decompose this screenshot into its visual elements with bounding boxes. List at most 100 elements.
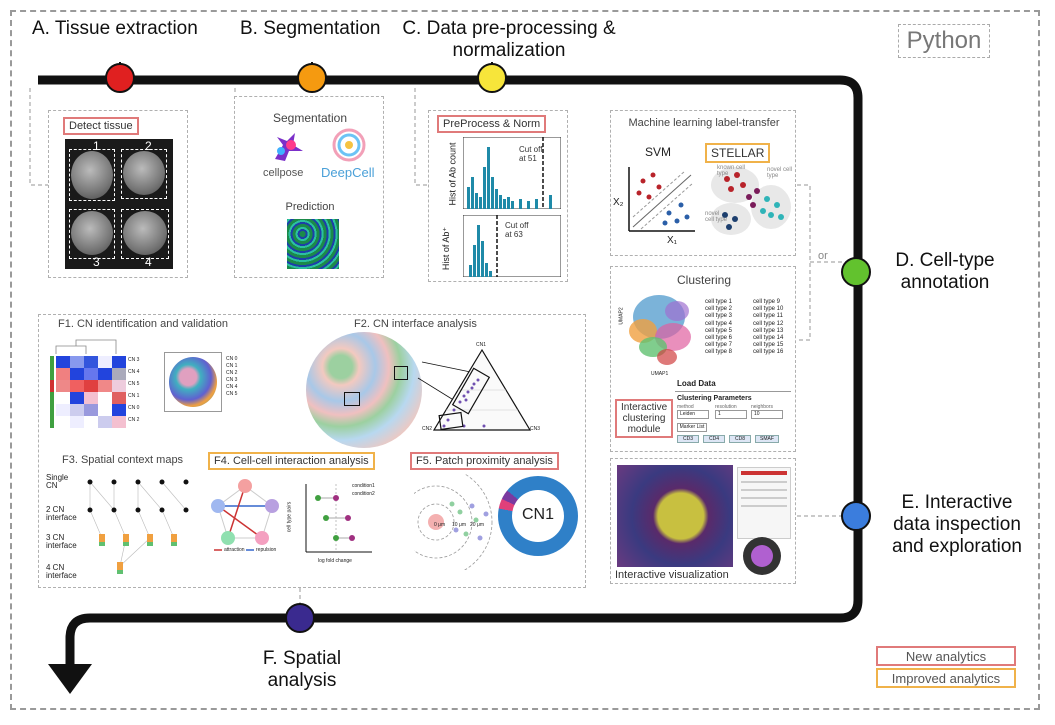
histogram1-cutoff: Cut off at 51: [519, 145, 542, 163]
tissue-core: [71, 151, 113, 199]
resolution-input[interactable]: 1: [715, 410, 747, 419]
stage-c-marker: [477, 63, 507, 93]
panel-preprocessing: PreProcess & Norm Hist of Ab count Cut o…: [428, 110, 568, 282]
panel-interactive-visualization: Interactive visualization: [610, 458, 796, 584]
load-data-label[interactable]: Load Data: [677, 379, 716, 388]
f5-proximity-rings: [414, 474, 493, 570]
core-number: 2: [145, 139, 152, 153]
legend-entry: cell type 7: [705, 342, 733, 349]
cn-row-label: CN 5: [128, 381, 140, 387]
tissue-core: [123, 211, 167, 255]
umap-plot: [629, 295, 691, 365]
legend-entry: cell type 4: [705, 320, 733, 327]
f4-legend-condition1: condition1: [352, 483, 375, 489]
stage-f-marker: [285, 603, 315, 633]
f3-row-single: Single CN: [46, 473, 69, 490]
detect-tissue-label: Detect tissue: [63, 117, 139, 135]
stage-a-marker: [105, 63, 135, 93]
prediction-image: [287, 219, 339, 269]
cellpose-logo: [275, 133, 303, 161]
cellpose-label: cellpose: [263, 167, 304, 179]
legend-entry: cell type 12: [753, 320, 784, 327]
method-label: method: [677, 404, 694, 410]
stellar-label: STELLAR: [705, 143, 771, 163]
marker-list-button[interactable]: Marker List: [677, 423, 707, 432]
clustering-params-title: Clustering Parameters: [677, 395, 752, 402]
f2-title: F2. CN interface analysis: [354, 318, 477, 330]
stage-c-title-line2: normalization: [452, 40, 566, 61]
stage-e-title-line2: data inspection: [893, 514, 1021, 535]
marker-chip[interactable]: CD3: [677, 435, 699, 443]
stage-e-title-line3: and exploration: [892, 536, 1022, 557]
f4-legend-condition2: condition2: [352, 491, 375, 497]
stage-b-title: B. Segmentation: [240, 18, 381, 39]
stage-e-marker: [841, 501, 871, 531]
histogram2-ylabel: Hist of Ab⁺: [441, 226, 452, 271]
legend-entry: cell type 15: [753, 342, 784, 349]
f3-row-2cn: 2 CN interface: [46, 505, 77, 522]
interactive-visualization-label: Interactive visualization: [615, 569, 729, 581]
cn-legend-entry: CN 1: [226, 363, 238, 369]
svm-label: SVM: [645, 145, 672, 159]
umap-xlabel: UMAP1: [651, 371, 669, 377]
napari-logo: [743, 537, 781, 575]
f4-dotplot-legend: condition1 condition2: [352, 482, 375, 498]
stage-b-marker: [297, 63, 327, 93]
umap-ylabel: UMAP2: [618, 307, 625, 325]
module-line3: module: [627, 424, 661, 435]
stage-f-title-line2: analysis: [267, 670, 337, 691]
cutoff2-line2: at 63: [505, 230, 523, 239]
neighbors-label: neighbors: [751, 404, 773, 410]
tissue-image: 1 2 3 4: [65, 139, 173, 269]
f3-title: F3. Spatial context maps: [62, 454, 184, 466]
f4-net-legend-repulsion: repulsion: [256, 547, 277, 553]
marker-chip[interactable]: CD8: [729, 435, 751, 443]
stage-d-title-line1: D. Cell-type: [895, 250, 995, 271]
stage-c-title: C. Data pre-processing & normalization: [400, 18, 618, 62]
stellar-novel-label-2: novel cell type: [767, 167, 793, 179]
module-line1: Interactive: [621, 402, 668, 413]
visualization-controls-panel[interactable]: [737, 467, 791, 539]
tissue-core: [71, 211, 113, 255]
stellar-novel-label: novel cell type: [705, 211, 728, 223]
marker-chip[interactable]: CD4: [703, 435, 725, 443]
f3-row-3cn: 3 CN interface: [46, 533, 77, 550]
legend-entry: cell type 8: [705, 349, 733, 356]
f4-dotplot: [305, 484, 372, 553]
stellar-plot: [711, 167, 791, 235]
legend-improved-analytics: Improved analytics: [876, 668, 1016, 688]
panel-tissue-extraction: Detect tissue 1 2 3 4: [48, 110, 188, 278]
core-box: [121, 209, 169, 259]
cn-row-label: CN 4: [128, 369, 140, 375]
resolution-label: resolution: [715, 404, 737, 410]
f4-net-legend-attraction: attraction: [224, 547, 245, 553]
f5-donut-chart: [498, 476, 578, 556]
f5-title: F5. Patch proximity analysis: [410, 452, 559, 470]
legend-entry: cell type 16: [753, 349, 784, 356]
legend-entry: cell type 10: [753, 306, 784, 313]
core-box: [69, 209, 115, 259]
legend-entry: cell type 2: [705, 306, 733, 313]
f1-row-labels: CN 3 CN 4 CN 5 CN 1 CN 0 CN 2: [128, 354, 139, 426]
cn-legend-entry: CN 0: [226, 356, 238, 362]
f2-cn3-label: CN3: [530, 426, 541, 432]
svm-x1-label: X₁: [667, 235, 678, 246]
ml-title: Machine learning label-transfer: [628, 117, 780, 129]
f4-xlabel: log fold change: [318, 558, 352, 564]
cn-legend-entry: CN 2: [226, 370, 238, 376]
cn-row-label: CN 1: [128, 393, 140, 399]
svm-x2-label: X₂: [613, 197, 624, 208]
f1-title: F1. CN identification and validation: [58, 318, 228, 330]
legend-entry: cell type 11: [753, 313, 783, 320]
interactive-clustering-module-label: Interactive clustering module: [615, 399, 673, 438]
stage-d-title-line2: annotation: [900, 272, 990, 293]
cn-legend-entry: CN 3: [226, 377, 238, 383]
neighbors-input[interactable]: 10: [751, 410, 783, 419]
marker-chip[interactable]: SMAF: [755, 435, 779, 443]
f4-network: [211, 479, 279, 551]
method-select[interactable]: Leiden: [677, 410, 709, 419]
clustering-legend-col1: cell type 1 cell type 2 cell type 3 cell…: [705, 299, 732, 357]
f1-heatmap: [50, 339, 126, 428]
pipeline-line: [38, 75, 863, 672]
pipeline-arrowhead: [48, 664, 92, 694]
